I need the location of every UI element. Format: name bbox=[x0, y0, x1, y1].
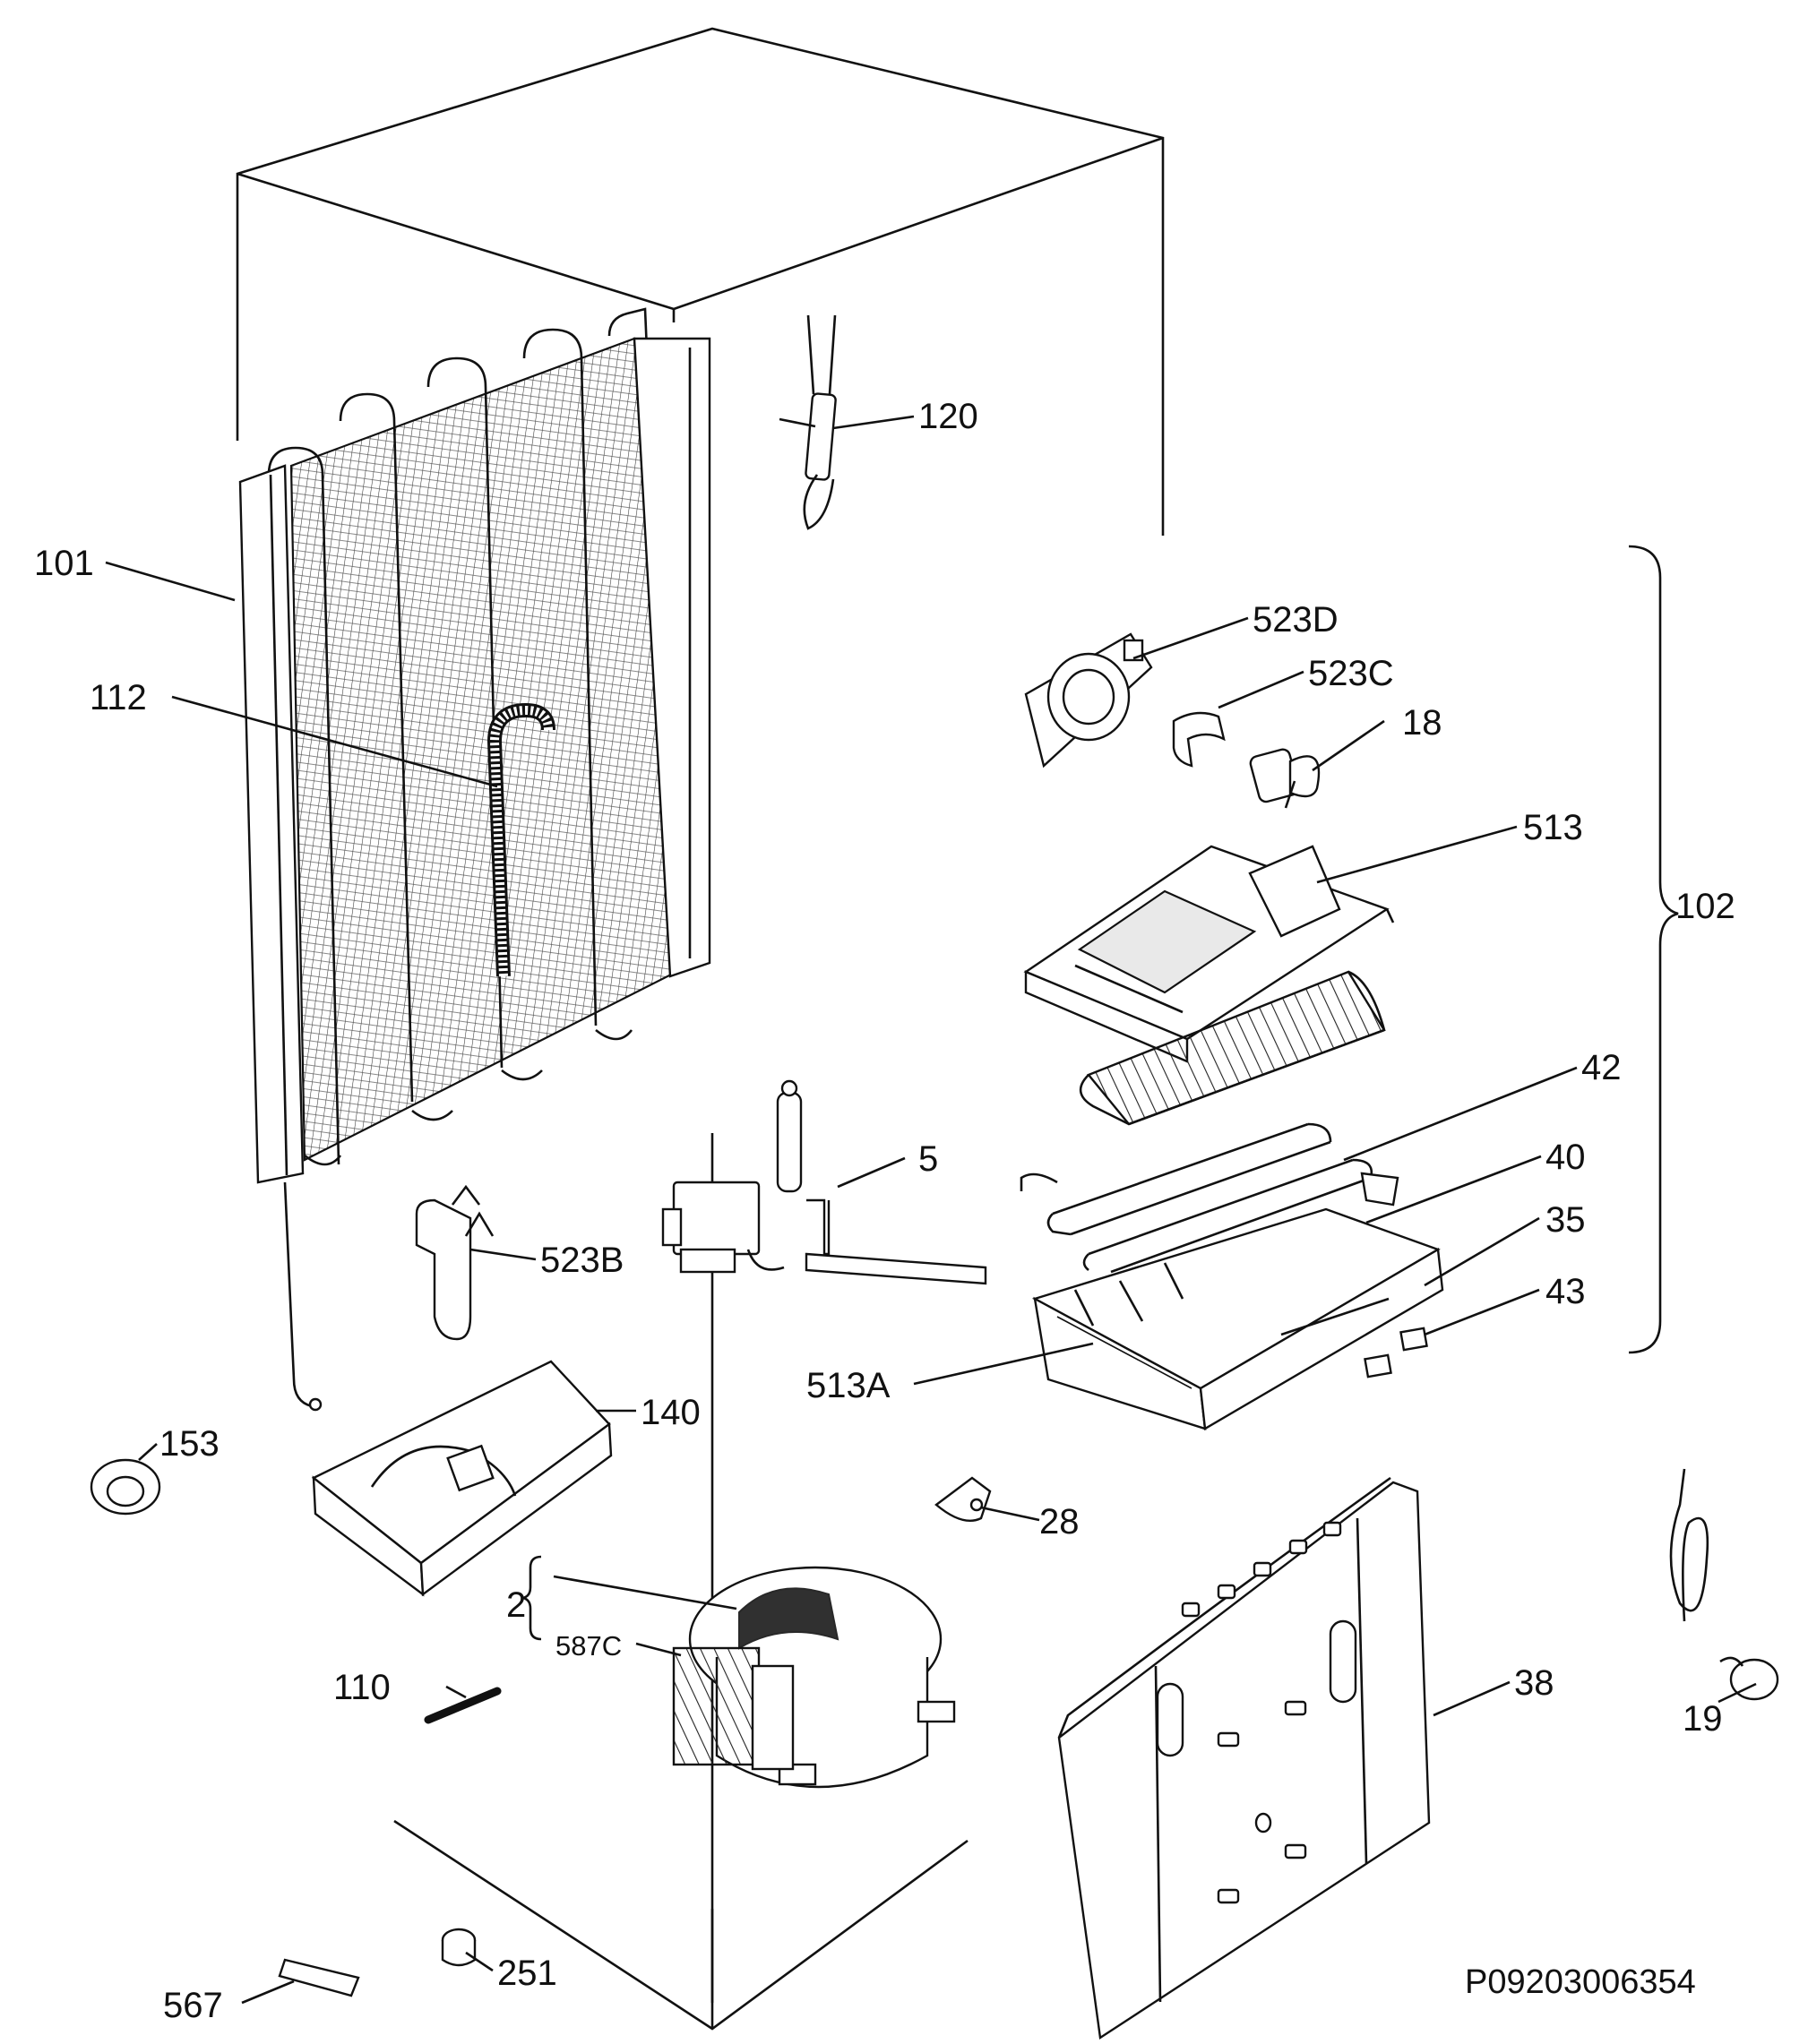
mounting-bracket bbox=[415, 1184, 495, 1341]
evaporator-cover bbox=[1023, 845, 1395, 1063]
group-bracket bbox=[1628, 545, 1679, 1354]
evaporator bbox=[1079, 970, 1386, 1126]
label-523d: 523D bbox=[1253, 600, 1339, 640]
pin-110 bbox=[424, 1687, 502, 1724]
sleeve-part bbox=[90, 1458, 161, 1516]
label-513a: 513A bbox=[806, 1366, 891, 1405]
label-567: 567 bbox=[163, 1986, 223, 2025]
label-251: 251 bbox=[497, 1954, 557, 1993]
cabinet bbox=[236, 27, 1165, 2031]
label-43: 43 bbox=[1545, 1272, 1586, 1311]
label-523b: 523B bbox=[540, 1241, 624, 1280]
foot-part bbox=[441, 1928, 477, 1967]
condenser bbox=[238, 307, 711, 1412]
label-35: 35 bbox=[1545, 1200, 1586, 1240]
part-labels: 101 112 120 523D 523C 18 513 102 42 5 40… bbox=[34, 397, 1735, 2025]
compressor bbox=[672, 1566, 956, 1789]
sensor-part bbox=[779, 314, 837, 530]
drawing-code: P09203006354 bbox=[1465, 1963, 1696, 2001]
hinge-plate bbox=[278, 1958, 360, 1997]
defrost-heater bbox=[1020, 1122, 1399, 1274]
label-18: 18 bbox=[1402, 703, 1442, 743]
clip-28 bbox=[934, 1476, 992, 1523]
label-40: 40 bbox=[1545, 1138, 1586, 1177]
label-153: 153 bbox=[159, 1424, 220, 1464]
power-cable bbox=[1669, 1468, 1779, 1701]
label-28: 28 bbox=[1039, 1502, 1080, 1542]
back-cover bbox=[1057, 1476, 1431, 2040]
label-102: 102 bbox=[1675, 887, 1735, 926]
fan-motor bbox=[1249, 748, 1321, 809]
label-101: 101 bbox=[34, 544, 94, 583]
label-587c: 587C bbox=[555, 1630, 622, 1662]
drip-tray bbox=[311, 1360, 613, 1597]
label-513: 513 bbox=[1523, 808, 1583, 847]
label-120: 120 bbox=[918, 397, 978, 436]
label-38: 38 bbox=[1514, 1663, 1554, 1703]
leader-lines bbox=[105, 415, 1757, 2005]
label-19: 19 bbox=[1683, 1699, 1723, 1739]
thermostat-drier bbox=[661, 1079, 987, 1285]
label-523c: 523C bbox=[1308, 654, 1394, 693]
label-5: 5 bbox=[918, 1139, 938, 1179]
label-140: 140 bbox=[641, 1393, 701, 1432]
label-42: 42 bbox=[1581, 1048, 1622, 1087]
clips bbox=[1364, 1327, 1428, 1378]
drain-hose bbox=[486, 702, 555, 977]
fan-housing bbox=[1024, 632, 1153, 769]
fan-bracket bbox=[1172, 711, 1226, 768]
drain-tray bbox=[1031, 1207, 1444, 1430]
label-112: 112 bbox=[90, 678, 147, 717]
label-2: 2 bbox=[506, 1585, 526, 1625]
label-110: 110 bbox=[333, 1668, 391, 1707]
